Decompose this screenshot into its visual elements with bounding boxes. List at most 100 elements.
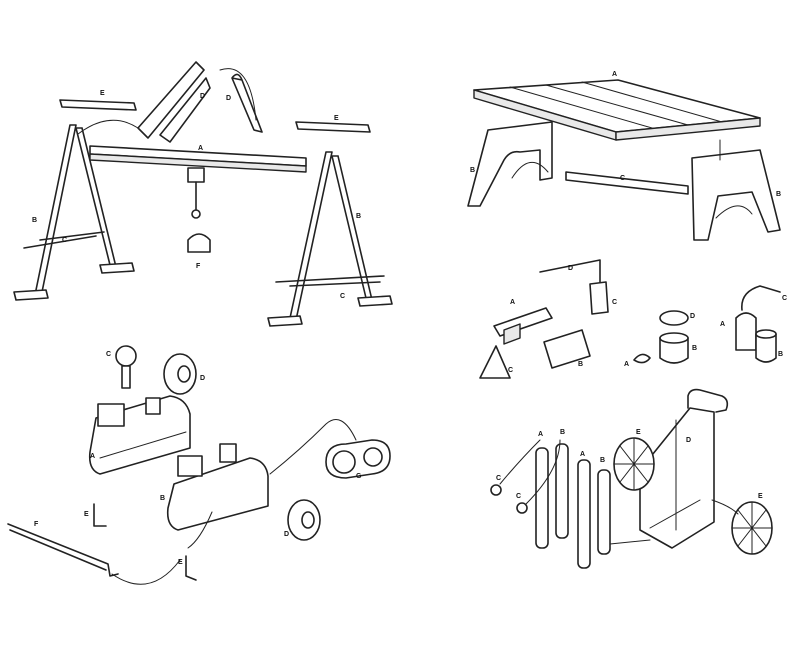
- label-b-8: B: [160, 495, 165, 502]
- label-a-5: A: [720, 321, 725, 328]
- compressor-a-seam: [99, 431, 187, 459]
- handle-f: [7, 523, 119, 577]
- label-e-2: E: [334, 115, 339, 122]
- wheel-d-bottom-hub: [301, 511, 315, 529]
- pulley-g-1: [332, 450, 356, 474]
- label-b-4: B: [776, 191, 781, 198]
- label-e-1: E: [100, 90, 105, 97]
- compressor-a-motor: [97, 403, 125, 427]
- label-d-6: D: [284, 531, 289, 538]
- regulator-c-1: [490, 484, 502, 496]
- wheel-d-top-hub: [177, 365, 191, 383]
- assembly-leaders: [77, 68, 257, 135]
- channel-a-slot: [503, 323, 521, 345]
- label-d-3: D: [568, 265, 573, 272]
- label-c-8: C: [496, 475, 501, 482]
- cylinder-b-2: [597, 469, 611, 555]
- compressor-b-tank: [166, 457, 269, 531]
- belt-leader: [269, 419, 357, 475]
- label-d-1: D: [200, 93, 205, 100]
- picnic-table-assembly: A B C B: [467, 71, 781, 241]
- label-e-4: E: [178, 559, 183, 566]
- label-c-5: C: [508, 367, 513, 374]
- label-a-6: A: [90, 453, 95, 460]
- cylinder-cart-assembly: A B A B C C E D E: [490, 388, 773, 569]
- gauge-stem: [121, 365, 131, 389]
- label-c-7: C: [106, 351, 111, 358]
- right-a-frame: [289, 151, 373, 321]
- label-a-2: A: [612, 71, 617, 78]
- cup-b-2: [755, 333, 777, 363]
- label-a-1: A: [198, 145, 203, 152]
- left-brace: [23, 231, 105, 249]
- left-foot-2: [99, 262, 135, 274]
- clip-a: [633, 353, 651, 364]
- label-a-7: A: [538, 431, 543, 438]
- block-b: [543, 329, 591, 369]
- compressor-b-motor: [177, 455, 203, 477]
- label-b-6: B: [692, 345, 697, 352]
- right-foot-1: [267, 315, 303, 327]
- label-c-1: C: [62, 237, 67, 244]
- label-e-3: E: [84, 511, 89, 518]
- label-c-3: C: [620, 175, 625, 182]
- label-b-1: B: [32, 217, 37, 224]
- compressor-leaders: [111, 511, 213, 585]
- cylinder-b-1: [555, 443, 569, 539]
- left-support: [467, 121, 553, 207]
- pin-e-2: [185, 555, 197, 581]
- label-e-5: E: [636, 429, 641, 436]
- leg-d-left-1: [137, 61, 205, 139]
- bracket-a: [735, 312, 757, 351]
- compressor-b-head: [219, 443, 237, 463]
- pin-e-1: [93, 503, 107, 527]
- hoist-trolley: [187, 167, 205, 183]
- leg-d-right: [231, 73, 263, 133]
- right-support: [691, 149, 781, 241]
- clip-c-right: [589, 281, 609, 315]
- top-plate-right: [295, 121, 371, 133]
- cup-b-2-rim: [755, 329, 777, 339]
- cylinder-a-2: [577, 459, 591, 569]
- table-top-side-edge: [615, 117, 761, 141]
- label-a-8: A: [580, 451, 585, 458]
- wheel-e-bottom-spokes: [731, 501, 773, 555]
- label-c-2: C: [340, 293, 345, 300]
- table-top-boards: [509, 81, 723, 129]
- rod-d: [539, 259, 601, 286]
- label-d-7: D: [686, 437, 691, 444]
- label-b-5: B: [578, 361, 583, 368]
- regulator-c-2: [516, 502, 528, 514]
- label-f-1: F: [196, 263, 201, 270]
- label-c-4: C: [612, 299, 617, 306]
- left-foot-1: [13, 289, 49, 301]
- left-support-arch: [511, 162, 549, 179]
- channel-a: [493, 307, 553, 337]
- left-a-frame: [35, 124, 117, 293]
- label-c-6: C: [782, 295, 787, 302]
- ring-d: [659, 310, 689, 326]
- belt-g: [325, 439, 391, 479]
- leg-d-left-2: [159, 77, 211, 143]
- cart-leaders: [499, 439, 739, 545]
- right-foot-2: [357, 295, 393, 307]
- label-b-10: B: [600, 457, 605, 464]
- top-plate-left: [59, 99, 137, 111]
- label-b-3: B: [470, 167, 475, 174]
- cylinder-a-1: [535, 447, 549, 549]
- clip-c-left: [479, 345, 511, 379]
- pulley-g-2: [363, 447, 383, 467]
- label-a-3: A: [510, 299, 515, 306]
- bench-plank: [565, 171, 689, 195]
- label-b-2: B: [356, 213, 361, 220]
- cup-b: [659, 337, 689, 364]
- right-brace: [275, 275, 385, 287]
- label-b-9: B: [560, 429, 565, 436]
- cart-d-body: [639, 407, 715, 549]
- wheel-e-top-spokes: [613, 437, 655, 491]
- label-d-5: D: [200, 375, 205, 382]
- gantry-crane-assembly: E E D D A B B C C F: [13, 61, 393, 327]
- cup-b-rim: [659, 332, 689, 344]
- right-support-detail: [715, 139, 753, 219]
